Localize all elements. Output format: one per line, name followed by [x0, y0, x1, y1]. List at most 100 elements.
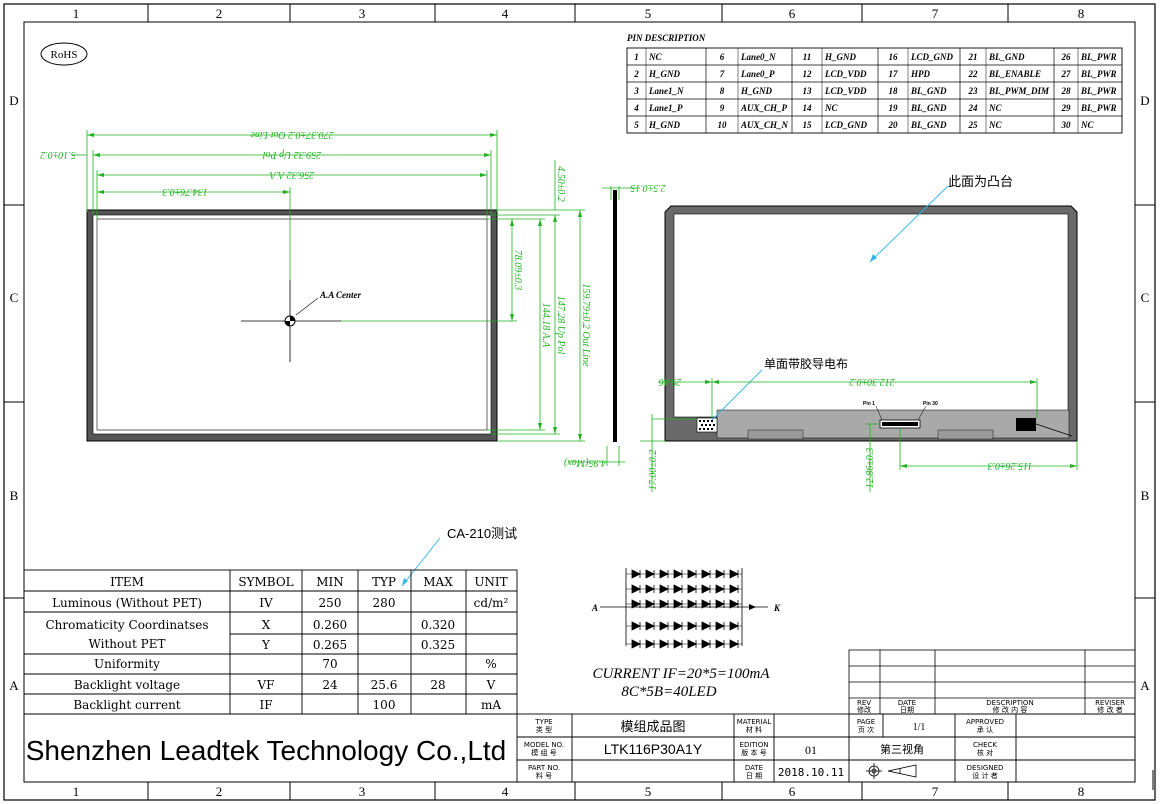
pin-signal: NC: [824, 103, 838, 113]
pin-signal: NC: [988, 120, 1002, 130]
pin-number: 25: [968, 120, 979, 130]
pin-number: 15: [803, 120, 813, 130]
led-diode: [687, 584, 697, 594]
col-label-bottom-5: 5: [645, 784, 652, 799]
spec-luminous-min: 250: [319, 596, 342, 610]
rev-description-label-cn: 修 改 内 容: [993, 705, 1028, 714]
pin-signal: NC: [988, 103, 1002, 113]
spec-bl-current-item: Backlight current: [73, 698, 180, 712]
pin-number: 26: [1061, 52, 1072, 62]
col-label-bottom-3: 3: [359, 784, 366, 799]
material-label: MATERIAL: [737, 718, 772, 726]
edition-value: 01: [805, 743, 817, 757]
pin-signal: H_GND: [648, 69, 680, 79]
pin-signal: Lane0_P: [740, 69, 775, 79]
led-diode: [673, 621, 683, 631]
pin-signal: H_GND: [740, 86, 772, 96]
rev-label: REV: [857, 699, 871, 707]
pin-signal: BL_GND: [988, 52, 1025, 62]
col-label-bottom-6: 6: [789, 784, 796, 799]
row-label-left-d: D: [9, 93, 18, 108]
dim-17: 17.00±0.2: [648, 450, 659, 491]
type-label-cn: 类 型: [536, 725, 552, 734]
pin-number: 8: [720, 86, 725, 96]
spec-chroma-x-symbol: X: [262, 618, 271, 632]
spec-bl-current-typ: 100: [373, 698, 396, 712]
led-diode: [659, 621, 669, 631]
spec-bl-current-symbol: IF: [259, 698, 272, 712]
pin-signal: HPD: [910, 69, 930, 79]
zone-labels: 1 2 3 4 5 6 7 8 1 2 3 4 5 6 7 8 D C B A …: [9, 6, 1150, 799]
pin-signal: BL_ENABLE: [988, 69, 1041, 79]
type-value: 模组成品图: [620, 719, 685, 734]
page-label-cn: 页 次: [858, 725, 874, 734]
date-value: 2018.10.11: [778, 766, 844, 779]
led-diode: [631, 621, 641, 631]
pin-signal: BL_PWR: [1080, 52, 1117, 62]
row-label-left-a: A: [9, 678, 19, 693]
led-diode: [687, 621, 697, 631]
projection-label: 第三视角: [880, 742, 924, 756]
pin-number: 14: [803, 103, 813, 113]
led-diode: [715, 621, 725, 631]
led-diode: [659, 584, 669, 594]
pin-number: 20: [888, 120, 899, 130]
ca210-note: CA-210测试: [447, 526, 517, 541]
led-diode: [715, 569, 725, 579]
pin-number: 3: [633, 86, 639, 96]
pin-number: 12: [803, 69, 813, 79]
pin-signal: Lane0_N: [740, 52, 776, 62]
col-label-top-6: 6: [789, 6, 796, 21]
led-diode: [701, 569, 711, 579]
reviser-label: REVISER: [1095, 699, 1125, 707]
led-anode-label: A: [591, 603, 598, 613]
spec-chroma-y-max: 0.325: [421, 638, 455, 652]
projection-symbol: [866, 763, 917, 779]
led-diode: [729, 584, 739, 594]
pin-number: 6: [720, 52, 725, 62]
front-view: A.A Center: [40, 129, 591, 442]
type-label: TYPE: [534, 718, 552, 726]
pin-number: 5: [634, 120, 639, 130]
pin-signal: BL_PWR: [1080, 69, 1117, 79]
led-diode: [729, 569, 739, 579]
part-label: PART NO.: [528, 764, 560, 772]
led-current: CURRENT IF=20*5=100mA: [592, 666, 770, 682]
dim-outline-width: 270.37±0.2 Out Line: [250, 129, 334, 140]
spec-bl-current-unit: mA: [481, 698, 501, 712]
col-label-top-7: 7: [932, 6, 939, 21]
pin-signal: Lane1_P: [648, 103, 683, 113]
led-diode: [729, 621, 739, 631]
front-dimension-arrows: [87, 133, 582, 441]
edition-label-cn: 版 本 号: [741, 748, 766, 757]
spec-bl-voltage-min: 24: [322, 678, 338, 692]
col-label-top-3: 3: [359, 6, 366, 21]
spec-bl-voltage-symbol: VF: [257, 678, 275, 692]
led-diode: [729, 639, 739, 649]
spec-uniformity-item: Uniformity: [94, 657, 160, 671]
spec-header-max: MAX: [423, 575, 453, 589]
pin-number: 9: [720, 103, 725, 113]
led-diode: [659, 569, 669, 579]
col-label-top-4: 4: [502, 6, 509, 21]
reviser-label-cn: 修 改 者: [1097, 705, 1122, 714]
pin-signal: BL_GND: [910, 86, 947, 96]
dim-top-offset: 4.50±0.2: [555, 166, 566, 202]
spec-luminous-item: Luminous (Without PET): [52, 596, 202, 610]
col-label-bottom-2: 2: [216, 784, 223, 799]
led-diode: [673, 569, 683, 579]
dim-center-y: 78.09±0.3: [512, 250, 523, 291]
spec-table: ITEM SYMBOL MIN TYP MAX UNIT Luminous (W…: [23, 569, 518, 715]
spec-luminous-typ: 280: [373, 596, 396, 610]
part-label-cn: 料 号: [536, 771, 552, 780]
side-view: 2.5±0.15 4.95(Max): [563, 182, 665, 468]
col-label-bottom-4: 4: [502, 784, 509, 799]
pin-number: 22: [968, 69, 979, 79]
pin-number: 18: [889, 86, 899, 96]
col-label-top-1: 1: [73, 6, 80, 21]
led-diode: [701, 584, 711, 594]
led-circuit: A K CURRENT IF=20*5=100mA 8C*5B=40LED: [591, 568, 781, 700]
pin-number: 24: [968, 103, 979, 113]
spec-chroma-item-line2: Without PET: [89, 637, 166, 651]
